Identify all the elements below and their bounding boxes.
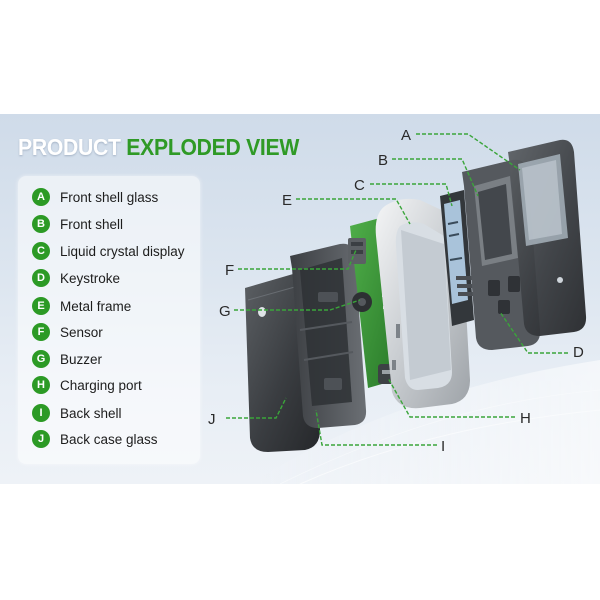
- legend-label-d: Keystroke: [60, 270, 121, 286]
- legend-item-e: E Metal frame: [32, 296, 131, 316]
- legend-item-g: G Buzzer: [32, 349, 102, 369]
- legend-item-f: F Sensor: [32, 322, 103, 342]
- title-part-2: EXPLODED VIEW: [126, 134, 300, 160]
- front-shell-part: [462, 159, 541, 350]
- legend-item-d: D Keystroke: [32, 268, 120, 288]
- legend-badge-c: C: [32, 242, 50, 260]
- front-shell-glass-part: [508, 139, 587, 336]
- legend-item-j: J Back case glass: [32, 429, 158, 449]
- callout-b: B: [378, 152, 388, 169]
- legend-item-h: H Charging port: [32, 375, 142, 395]
- metal-frame-part: [375, 198, 470, 409]
- callout-labels: A B C E F G D H I J: [208, 127, 584, 455]
- page-title: PRODUCT EXPLODED VIEW: [18, 134, 299, 161]
- background-sweep: [250, 360, 600, 485]
- callout-a: A: [401, 127, 411, 144]
- legend-label-e: Metal frame: [60, 298, 132, 314]
- legend-label-f: Sensor: [60, 324, 103, 340]
- legend-item-b: B Front shell: [32, 214, 123, 234]
- callout-i: I: [441, 438, 445, 455]
- callout-j: J: [208, 411, 216, 428]
- legend-label-g: Buzzer: [60, 351, 103, 367]
- legend-badge-e: E: [32, 297, 50, 315]
- legend-label-c: Liquid crystal display: [60, 243, 185, 259]
- legend-item-i: I Back shell: [32, 403, 122, 423]
- legend-label-i: Back shell: [60, 405, 122, 421]
- keystroke-button: [508, 276, 520, 292]
- legend-item-a: A Front shell glass: [32, 187, 158, 207]
- legend-badge-d: D: [32, 269, 50, 287]
- title-part-1: PRODUCT: [18, 134, 121, 160]
- callout-d: D: [573, 344, 584, 361]
- legend-panel: A Front shell glass B Front shell C Liqu…: [18, 176, 200, 464]
- leader-lines: [226, 133, 568, 446]
- callout-f: F: [225, 262, 234, 279]
- keystroke-button: [498, 300, 510, 314]
- keystroke-button: [488, 280, 500, 296]
- legend-badge-g: G: [32, 350, 50, 368]
- legend-badge-b: B: [32, 215, 50, 233]
- legend-item-c: C Liquid crystal display: [32, 241, 185, 261]
- back-shell-part: [290, 243, 367, 428]
- legend-badge-a: A: [32, 188, 50, 206]
- legend-badge-h: H: [32, 376, 50, 394]
- legend-label-h: Charging port: [60, 377, 142, 393]
- legend-label-j: Back case glass: [60, 431, 158, 447]
- legend-label-b: Front shell: [60, 216, 124, 232]
- legend-badge-j: J: [32, 430, 50, 448]
- legend-label-a: Front shell glass: [60, 189, 159, 205]
- legend-badge-i: I: [32, 404, 50, 422]
- callout-h: H: [520, 410, 531, 427]
- callout-g: G: [219, 303, 231, 320]
- legend-badge-f: F: [32, 323, 50, 341]
- callout-c: C: [354, 177, 365, 194]
- callout-e: E: [282, 192, 292, 209]
- lcd-part: [440, 190, 476, 326]
